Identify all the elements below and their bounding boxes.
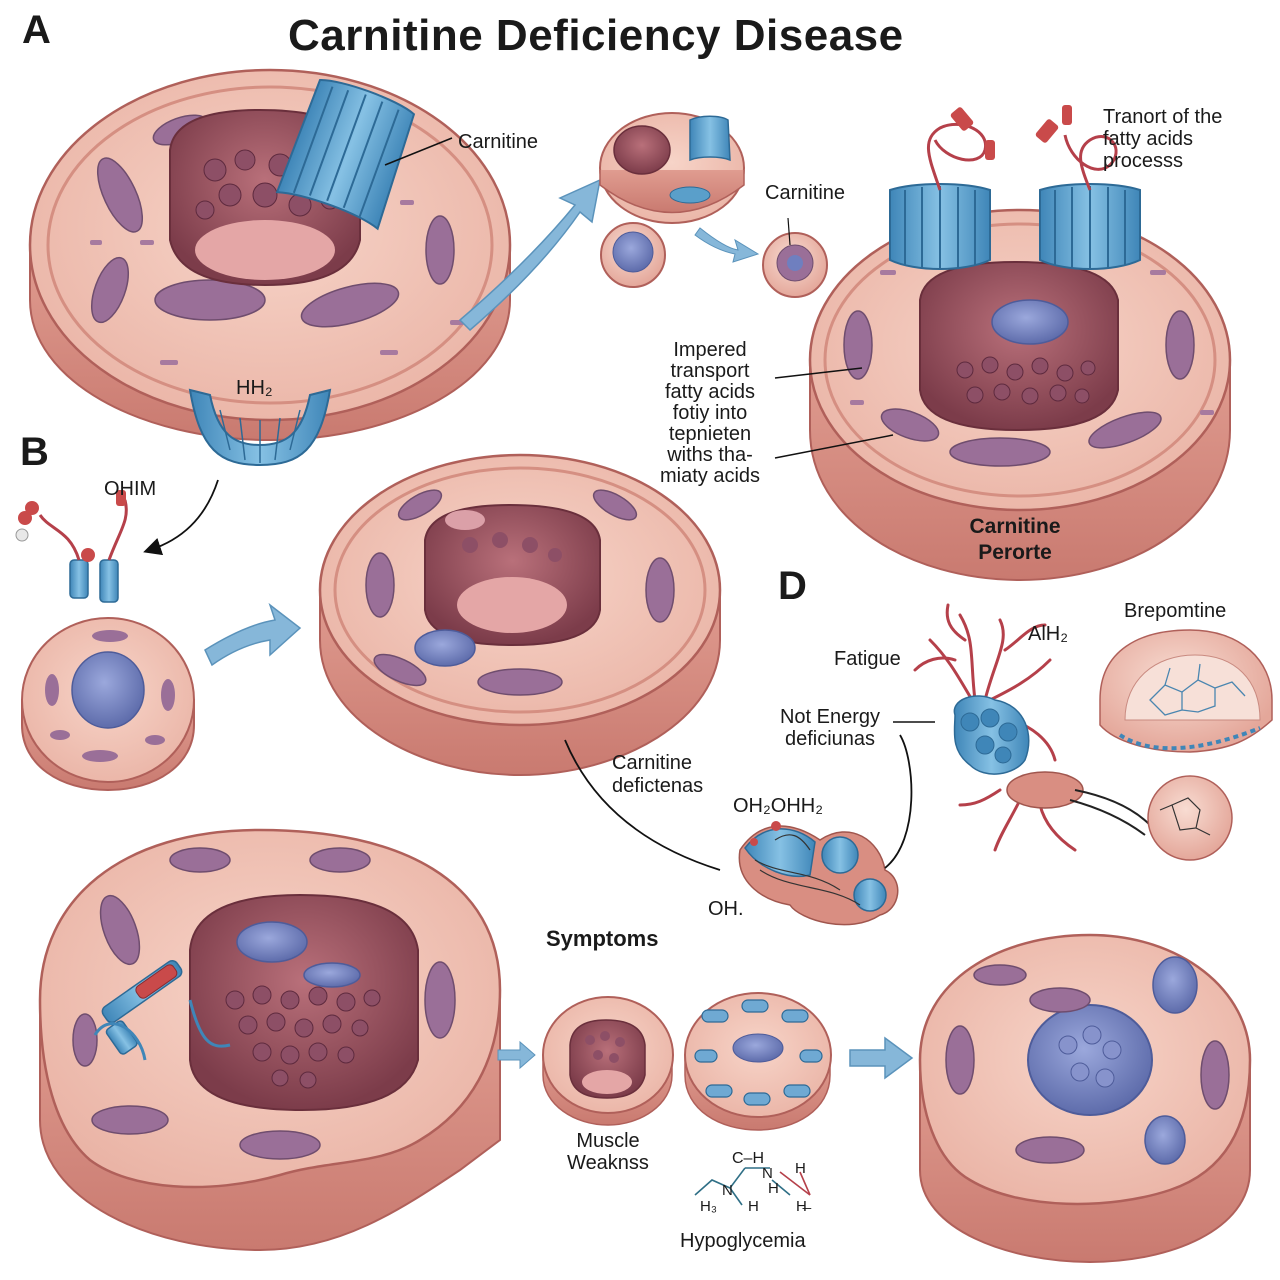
- vesicle-cluster-top: [599, 112, 828, 298]
- brepomtine-structure: [1099, 629, 1273, 753]
- label-impaired-line-4: fotiy into: [672, 402, 748, 424]
- label-hypoglycemia: Hypoglycemia: [680, 1230, 806, 1252]
- cell-bottom-right: [918, 933, 1252, 1264]
- label-impaired-transport: Impered transport fatty acids fotiy into…: [648, 340, 772, 487]
- label-transport-process: Tranort of the fatty acids processs: [1103, 106, 1222, 172]
- molecule-h3: H: [795, 1160, 806, 1177]
- label-deficienas-line-2: defictenas: [612, 775, 704, 797]
- label-not-energy: Not Energy deficiunas: [770, 706, 890, 750]
- neuron-cell: [913, 603, 1233, 861]
- arrow-small-vesicle: [694, 227, 760, 263]
- label-impaired-line-2: transport: [670, 360, 750, 382]
- label-carnitine-mid: Carnitine: [765, 182, 846, 204]
- arrow-a-to-vesicles: [458, 178, 602, 332]
- label-impaired-line-3: fatty acids: [664, 381, 756, 403]
- label-transport-line-2: fatty acids: [1103, 128, 1194, 150]
- label-not-energy-line-1: Not Energy: [779, 706, 881, 728]
- panel-label-a: A: [22, 8, 51, 52]
- cell-carnitine-perorte: [774, 105, 1232, 582]
- arrow-to-final-cell: [849, 1036, 914, 1080]
- label-carnitine-top: Carnitine: [458, 131, 539, 153]
- label-fatigue: Fatigue: [834, 648, 901, 670]
- molecule-h1: H: [748, 1198, 759, 1215]
- molecule-h2: H: [768, 1180, 779, 1197]
- arrow-b-to-cell: [204, 602, 302, 667]
- label-ohim: OHIM: [104, 478, 157, 500]
- label-oh2ohh2: OH₂OHH₂: [733, 795, 823, 817]
- page-title: Carnitine Deficiency Disease: [288, 11, 904, 60]
- label-transport-line-3: processs: [1103, 150, 1184, 172]
- molecule-ch: C–H: [732, 1150, 765, 1167]
- label-perorte-line-1: Carnitine: [969, 515, 1061, 538]
- label-muscle-line-2: Weaknss: [567, 1152, 649, 1174]
- label-hh2: HH₂: [236, 377, 273, 399]
- panel-label-b: B: [20, 430, 49, 474]
- hypoglycemia-molecule: [694, 1167, 811, 1206]
- cell-b-center: [318, 453, 722, 871]
- arrow-to-symptom-vesicle: [497, 1040, 536, 1070]
- panel-label-d: D: [778, 564, 807, 608]
- molecule-hh: H̶: [796, 1198, 807, 1215]
- molecule-complex: [738, 821, 899, 926]
- label-perorte-line-2: Perorte: [978, 541, 1052, 564]
- label-aih2: AlH₂: [1028, 623, 1068, 645]
- label-transport-line-1: Tranort of the: [1103, 106, 1223, 128]
- label-symptoms: Symptoms: [546, 926, 659, 951]
- label-not-energy-line-2: deficiunas: [784, 728, 876, 750]
- molecule-hb: H₃: [700, 1198, 717, 1215]
- label-oh: OH.: [708, 898, 744, 920]
- cell-bottom-left: [38, 828, 502, 1252]
- label-muscle-weakness: Muscle Weaknss: [548, 1130, 668, 1174]
- label-impaired-line-1: Impered: [673, 339, 747, 361]
- label-muscle-line-1: Muscle: [576, 1130, 640, 1152]
- label-carnitine-perorte: Carnitine Perorte: [940, 514, 1090, 566]
- molecule-n1: N: [722, 1182, 733, 1199]
- cell-a: [28, 68, 512, 467]
- label-deficienas-line-1: Carnitine: [612, 752, 693, 774]
- cell-b-small: [15, 479, 219, 792]
- label-impaired-line-5: tepnieten: [668, 423, 752, 445]
- label-impaired-line-7: miaty acids: [659, 465, 761, 487]
- molecule-n2: N: [762, 1165, 773, 1182]
- label-brepomtine: Brepomtine: [1124, 600, 1227, 622]
- label-impaired-line-6: withs tha-: [667, 444, 753, 466]
- symptom-vesicles: [542, 992, 832, 1131]
- label-carnitine-deficienas: Carnitine defictenas: [612, 752, 703, 798]
